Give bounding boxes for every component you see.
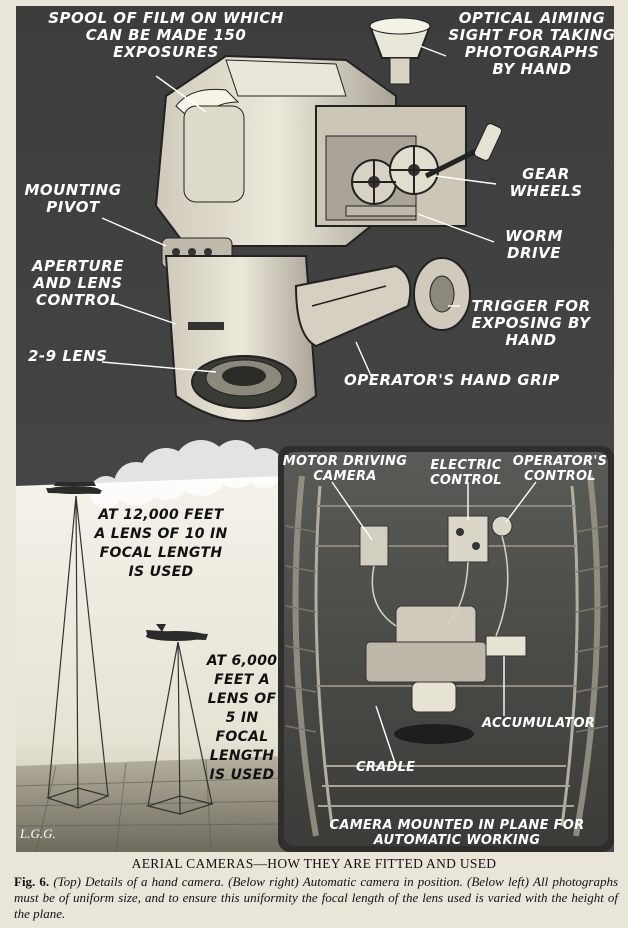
illustration-artwork xyxy=(16,6,614,852)
label-camera-mounted: CAMERA MOUNTED IN PLANE FOR AUTOMATIC WO… xyxy=(312,818,602,848)
label-worm-line: WORM xyxy=(505,227,563,245)
caption-right-text: Automatic camera in position. xyxy=(302,874,463,889)
caption-body: Fig. 6. (Top) Details of a hand camera. … xyxy=(14,874,618,922)
label-worm-drive: WORM DRIVE xyxy=(492,228,576,262)
label-gear-line: GEAR xyxy=(522,165,570,183)
label-pivot-line: PIVOT xyxy=(46,198,100,216)
label-alt6000-line: LENS OF xyxy=(207,691,277,707)
label-opcontrol-line: CONTROL xyxy=(524,469,596,484)
label-spool-line: CAN BE MADE 150 xyxy=(85,26,247,44)
label-spool-line: SPOOL OF FILM ON WHICH xyxy=(48,9,284,27)
figure-number: Fig. 6. xyxy=(14,874,50,889)
label-alt12000-line: IS USED xyxy=(128,564,194,580)
label-gear-line: WHEELS xyxy=(509,182,583,200)
label-mounted-line: AUTOMATIC WORKING xyxy=(373,833,541,848)
label-alt6000-line: FOCAL xyxy=(215,729,269,745)
label-aperture-control: APERTURE AND LENS CONTROL xyxy=(20,258,136,309)
label-lens: 2-9 LENS xyxy=(28,347,108,365)
label-spool-line: EXPOSURES xyxy=(113,43,219,61)
label-alt12000-line: A LENS OF 10 IN xyxy=(94,526,228,542)
label-alt12000-line: FOCAL LENGTH xyxy=(99,545,223,561)
label-spool: SPOOL OF FILM ON WHICH CAN BE MADE 150 E… xyxy=(46,10,286,61)
caption-title: AERIAL CAMERAS—HOW THEY ARE FITTED AND U… xyxy=(131,856,497,871)
label-aiming-sight: OPTICAL AIMING SIGHT FOR TAKING PHOTOGRA… xyxy=(448,10,614,78)
label-trigger-line: HAND xyxy=(505,331,557,349)
label-sight-line: SIGHT FOR TAKING xyxy=(448,26,614,44)
label-cradle: CRADLE xyxy=(356,760,416,775)
label-aperture-line: AND LENS xyxy=(33,274,123,292)
label-electric-control: ELECTRIC CONTROL xyxy=(420,458,512,488)
label-sight-line: PHOTOGRAPHS xyxy=(464,43,600,61)
caption-top-tag: (Top) xyxy=(53,874,82,889)
label-alt6000-line: FEET A xyxy=(214,672,270,688)
caption-right-tag: (Below right) xyxy=(228,874,299,889)
illustration: SPOOL OF FILM ON WHICH CAN BE MADE 150 E… xyxy=(16,6,614,852)
label-pivot-line: MOUNTING xyxy=(24,181,122,199)
label-alt6000-line: AT 6,000 xyxy=(206,653,278,669)
label-hand-grip: OPERATOR'S HAND GRIP xyxy=(344,371,560,389)
label-aperture-line: CONTROL xyxy=(36,291,120,309)
label-motor-line: CAMERA xyxy=(313,469,377,484)
label-sight-line: OPTICAL AIMING xyxy=(458,9,606,27)
caption-left-text: All photographs must be of uniform size,… xyxy=(14,874,619,921)
label-altitude-12000: AT 12,000 FEET A LENS OF 10 IN FOCAL LEN… xyxy=(76,506,246,582)
label-alt6000-line: 5 IN xyxy=(225,710,259,726)
label-alt6000-line: LENGTH xyxy=(209,748,275,764)
label-motor-line: MOTOR DRIVING xyxy=(282,454,408,469)
label-trigger-line: EXPOSING BY xyxy=(471,314,591,332)
label-gear-wheels: GEAR WHEELS xyxy=(498,166,594,200)
label-accumulator: ACCUMULATOR xyxy=(482,716,596,731)
label-trigger-line: TRIGGER FOR xyxy=(471,297,591,315)
label-electric-line: CONTROL xyxy=(430,473,502,488)
caption-top-text: Details of a hand camera. xyxy=(85,874,225,889)
label-worm-line: DRIVE xyxy=(507,244,561,262)
artist-signature: L.G.G. xyxy=(20,826,56,841)
label-alt6000-line: IS USED xyxy=(209,767,275,783)
label-altitude-6000: AT 6,000 FEET A LENS OF 5 IN FOCAL LENGT… xyxy=(202,652,282,785)
label-aperture-line: APERTURE xyxy=(32,257,124,275)
label-motor-driving-camera: MOTOR DRIVING CAMERA xyxy=(282,454,408,484)
label-electric-line: ELECTRIC xyxy=(430,458,502,473)
label-opcontrol-line: OPERATOR'S xyxy=(512,454,608,469)
label-sight-line: BY HAND xyxy=(492,60,572,78)
label-mounting-pivot: MOUNTING PIVOT xyxy=(18,182,128,216)
caption-left-tag: (Below left) xyxy=(467,874,529,889)
label-alt12000-line: AT 12,000 FEET xyxy=(98,507,224,523)
label-mounted-line: CAMERA MOUNTED IN PLANE FOR xyxy=(329,818,585,833)
label-trigger: TRIGGER FOR EXPOSING BY HAND xyxy=(456,298,606,349)
label-operators-control: OPERATOR'S CONTROL xyxy=(510,454,610,484)
